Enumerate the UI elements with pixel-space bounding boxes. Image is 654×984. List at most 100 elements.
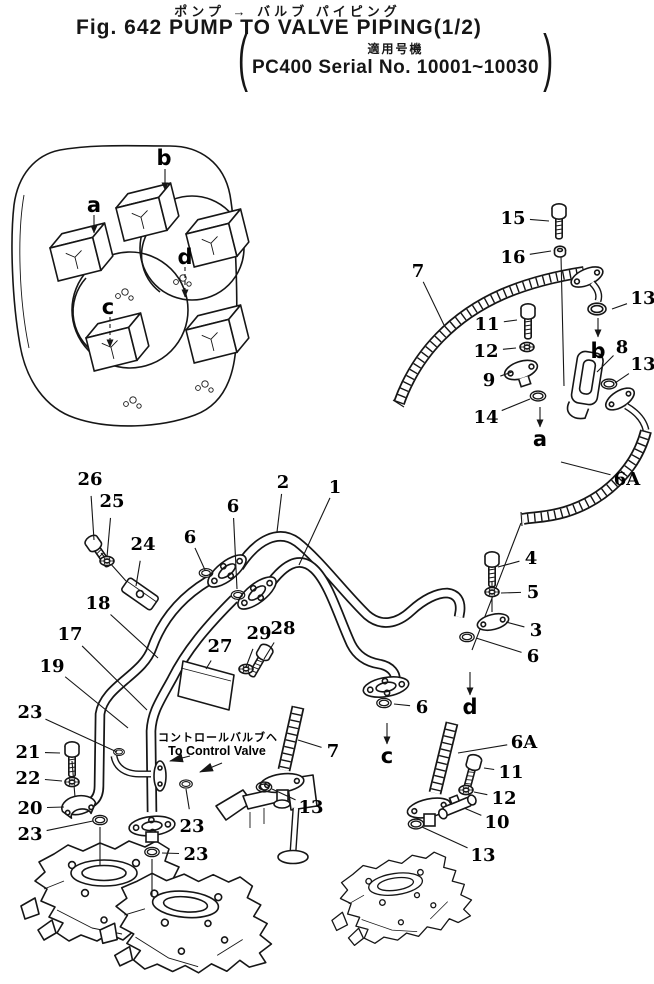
- o-ring-23: [179, 779, 193, 789]
- annotation-arrow: [169, 753, 191, 763]
- leader-line: [194, 547, 206, 571]
- figure-title: Fig. 642 PUMP TO VALVE PIPING(1/2): [76, 16, 482, 39]
- leader-line: [205, 660, 212, 670]
- ref-letter-a: a: [533, 427, 547, 451]
- o-ring-6: [198, 568, 214, 578]
- part-callout-21: 21: [15, 742, 40, 763]
- part-callout-13: 13: [298, 797, 323, 818]
- part-callout-8: 8: [616, 337, 629, 358]
- pipe-2-flange: [202, 548, 252, 594]
- clamp-9: [503, 359, 539, 388]
- part-callout-28: 28: [270, 618, 295, 639]
- elbow-to-control-valve: [110, 755, 167, 792]
- nut-16: [553, 245, 567, 258]
- part-callout-23: 23: [17, 702, 42, 723]
- part-callout-10: 10: [484, 812, 509, 833]
- leader-line: [45, 718, 118, 753]
- leader-line: [611, 303, 628, 310]
- part-callout-25: 25: [99, 491, 124, 512]
- part-callout-23: 23: [183, 844, 208, 865]
- part-callout-7: 7: [327, 741, 340, 762]
- leader-line: [501, 398, 531, 412]
- open-paren: (: [238, 23, 248, 94]
- ref-letter-c: c: [102, 295, 114, 319]
- ref-letter-b: b: [590, 339, 605, 363]
- ref-letter-d: d: [177, 245, 192, 269]
- part-callout-6: 6: [227, 496, 240, 517]
- part-callout-24: 24: [130, 534, 155, 555]
- o-ring-23: [92, 814, 108, 826]
- washer-12: [458, 784, 474, 796]
- leader-line: [500, 371, 513, 377]
- part-callout-19: 19: [39, 656, 64, 677]
- part-callout-20: 20: [17, 798, 42, 819]
- leader-line: [421, 826, 468, 849]
- leader-line: [46, 806, 65, 809]
- leader-line: [276, 493, 283, 533]
- leader-line: [185, 788, 190, 810]
- to-control-valve-annotation: コントロールバルブヘ To Control Valve: [158, 730, 277, 773]
- part-callout-13: 13: [470, 845, 495, 866]
- leader-line: [81, 645, 148, 711]
- leader-line: [529, 218, 550, 222]
- leader-line: [135, 560, 141, 587]
- leader-line: [161, 852, 180, 855]
- leader-line: [90, 495, 95, 541]
- applicability-block: ( 適用号機 PC400 Serial No. 10001~10030 ): [238, 27, 553, 90]
- clamp-24: [121, 577, 159, 611]
- hose-7-end-clamp: [570, 266, 604, 288]
- leader-line: [245, 648, 254, 668]
- o-ring-23: [113, 748, 125, 756]
- hose-7-upper: [392, 266, 604, 408]
- o-ring-13: [600, 378, 618, 390]
- leader-line: [463, 807, 482, 816]
- part-callout-3: 3: [530, 620, 543, 641]
- serial-number-range: PC400 Serial No. 10001~10030: [252, 57, 540, 78]
- part-callout-6A: 6A: [614, 469, 642, 490]
- ref-letter-a: a: [87, 193, 101, 217]
- plate-27: [177, 660, 235, 711]
- bolt-4: [484, 550, 500, 588]
- hose-6A-flange: [604, 387, 636, 411]
- part-callout-14: 14: [473, 407, 498, 428]
- part-callout-6A: 6A: [511, 732, 539, 753]
- leader-line: [233, 517, 238, 590]
- part-callout-13: 13: [630, 354, 654, 375]
- washer-5: [484, 586, 500, 598]
- close-paren: ): [543, 23, 554, 94]
- leader-line: [46, 820, 94, 832]
- pipe-18: [83, 576, 211, 811]
- part-callout-17: 17: [57, 624, 82, 645]
- leader-line: [503, 319, 518, 323]
- leader-line: [497, 560, 520, 568]
- fitting-10: [437, 794, 477, 820]
- hose-6A-upper: [520, 387, 652, 527]
- part-callout-23: 23: [179, 816, 204, 837]
- leader-line: [44, 778, 63, 782]
- leader-line: [473, 791, 488, 796]
- part-callout-4: 4: [525, 548, 538, 569]
- leader-line: [422, 281, 445, 326]
- part-callout-15: 15: [500, 208, 525, 229]
- part-callout-5: 5: [527, 582, 540, 603]
- part-callout-1: 1: [329, 477, 342, 498]
- part-callout-11: 11: [474, 314, 499, 335]
- ref-letter-b: b: [156, 146, 171, 170]
- pump-assembly: [11, 144, 253, 427]
- leader-line: [502, 347, 517, 350]
- leader-line: [263, 642, 275, 660]
- part-callout-13: 13: [630, 288, 654, 309]
- pipe-2: [234, 531, 466, 628]
- applicability-label-jp: 適用号機: [367, 42, 424, 56]
- washer-25: [99, 555, 115, 567]
- pipe-17-stem: [145, 831, 159, 843]
- part-callout-11: 11: [498, 762, 523, 783]
- washer-12: [519, 341, 535, 353]
- leader-line: [560, 461, 611, 476]
- control-valve-body-right: [323, 847, 477, 950]
- clamp-3: [476, 612, 510, 632]
- bolt-15: [551, 203, 567, 240]
